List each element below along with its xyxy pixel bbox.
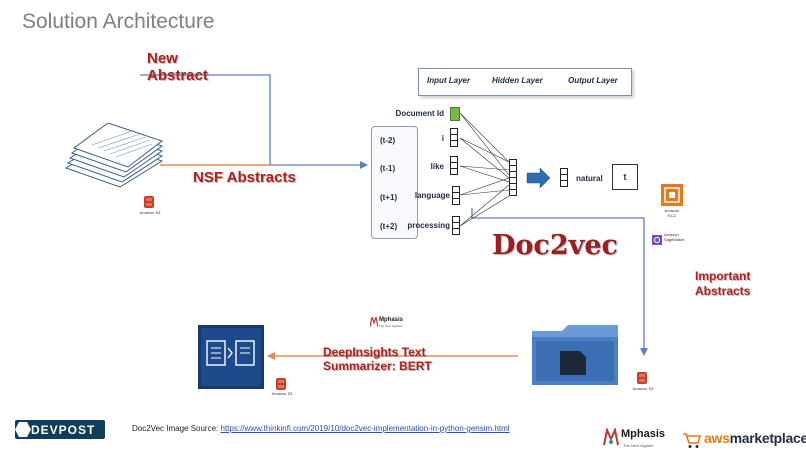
deepinsights-label: DeepInsights Text Summarizer: BERT bbox=[323, 345, 432, 373]
important-abstracts-label: Important Abstracts bbox=[695, 269, 751, 298]
word-like: like bbox=[430, 162, 444, 171]
ec2-icon bbox=[661, 184, 683, 206]
document-id-label: Document Id bbox=[395, 109, 444, 118]
word-i: i bbox=[441, 134, 444, 143]
devpost-logo: DEVPOST bbox=[15, 420, 105, 439]
input-layer-label: Input Layer bbox=[427, 76, 471, 85]
context-box: (t-2) (t-1) (t+1) (t+2) bbox=[371, 126, 418, 239]
folder-icon bbox=[532, 325, 618, 385]
hidden-layer-label: Hidden Layer bbox=[492, 76, 543, 85]
s3-bucket-icon bbox=[637, 372, 647, 384]
word-processing: processing bbox=[407, 221, 450, 230]
summarizer-icon bbox=[198, 325, 264, 389]
new-abstract-label: New Abstract bbox=[147, 50, 208, 84]
output-token-box: t bbox=[612, 164, 638, 190]
source-link[interactable]: https://www.thinkinfi.com/2019/10/doc2ve… bbox=[220, 424, 510, 433]
image-source-caption: Doc2Vec Image Source: https://www.thinki… bbox=[132, 424, 510, 433]
shopping-cart-icon bbox=[683, 433, 702, 448]
document-id-vector bbox=[450, 107, 460, 121]
doc2vec-title: Doc2vec bbox=[492, 230, 618, 261]
mphasis-mark-icon bbox=[370, 317, 378, 327]
new-abstract-connector bbox=[140, 74, 271, 165]
output-layer-label: Output Layer bbox=[568, 76, 618, 85]
aws-marketplace-logo: awsmarketplace bbox=[682, 430, 806, 450]
layer-header: Input Layer Hidden Layer Output Layer bbox=[418, 68, 632, 96]
hidden-layer-vector bbox=[509, 159, 517, 196]
important-abstracts-connector bbox=[471, 208, 648, 356]
document-stack-icon bbox=[64, 123, 164, 188]
input-vector-language bbox=[452, 186, 460, 205]
input-vector-i bbox=[450, 128, 458, 147]
ec2-service: Amazon EC2 bbox=[660, 183, 684, 218]
context-t-plus-2: (t+2) bbox=[380, 222, 398, 231]
output-word: natural bbox=[576, 174, 603, 183]
slide-title: Solution Architecture bbox=[22, 10, 215, 33]
hidden-to-output-arrow bbox=[526, 167, 551, 189]
context-t-minus-1: (t-1) bbox=[380, 164, 396, 173]
input-vector-like bbox=[450, 156, 458, 175]
word-language: language bbox=[414, 191, 450, 200]
devpost-hex-icon bbox=[15, 422, 31, 437]
context-t-plus-1: (t+1) bbox=[380, 193, 398, 202]
sagemaker-icon bbox=[652, 235, 662, 245]
mphasis-mark-icon bbox=[603, 428, 619, 446]
input-vector-processing bbox=[452, 216, 460, 235]
s3-bucket-icon bbox=[144, 196, 154, 208]
network-edges bbox=[459, 112, 510, 227]
sagemaker-service: Amazon SageMaker bbox=[652, 232, 684, 250]
output-vector bbox=[560, 168, 568, 187]
s3-left: Amazon S3 bbox=[140, 195, 160, 215]
s3-bucket-icon bbox=[276, 378, 286, 390]
context-t-minus-2: (t-2) bbox=[380, 136, 396, 145]
s3-middle: Amazon S3 bbox=[272, 377, 292, 396]
nsf-abstracts-label: NSF Abstracts bbox=[193, 169, 296, 186]
s3-right: Amazon S3 bbox=[633, 371, 653, 391]
